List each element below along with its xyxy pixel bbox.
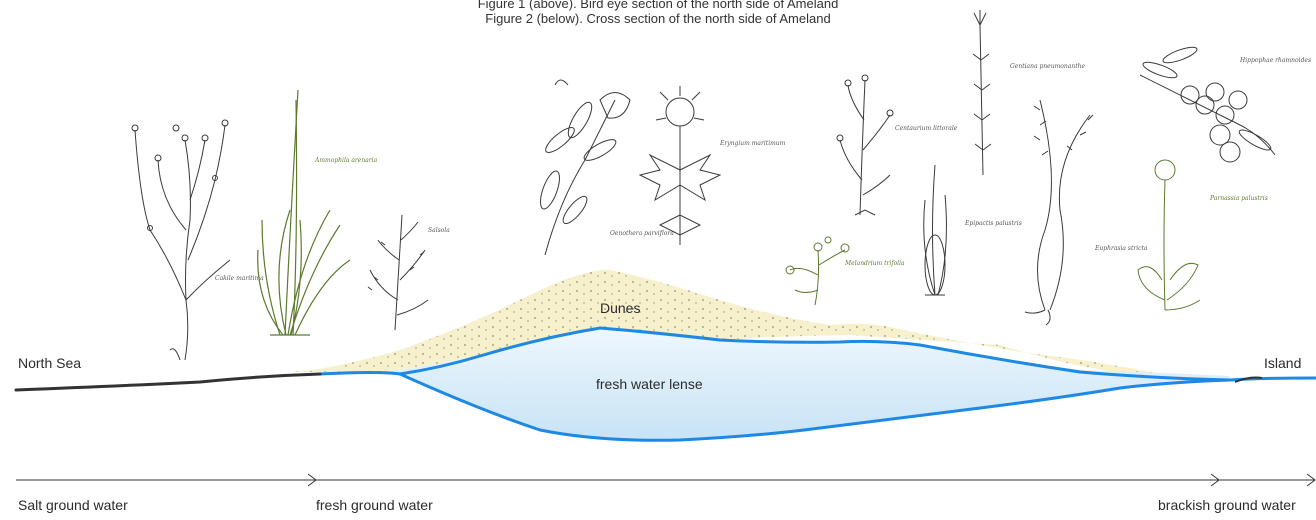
island-label: Island — [1264, 355, 1301, 371]
fresh-water-lens-label: fresh water lense — [596, 376, 703, 392]
label-ammophila: Ammophila arenaria — [314, 157, 378, 164]
label-gentiana: Gentiana pneumonanthe — [1010, 63, 1085, 70]
label-epipactis: Epipactis palustris — [964, 220, 1022, 227]
label-centaurium: Centaurium littorale — [895, 125, 958, 132]
label-oenothera: Oenothera parviflora — [610, 230, 674, 237]
label-salsola: Salsola — [428, 227, 450, 234]
groundwater-arrows — [16, 474, 1315, 486]
label-cakile: Cakile maritima — [215, 275, 264, 282]
sea-surface-line — [16, 374, 320, 390]
label-euphrasia: Euphrasia stricta — [1094, 245, 1148, 252]
label-eryngium: Eryngium maritimum — [719, 140, 786, 147]
plant-parnassia — [1138, 160, 1200, 310]
label-melandrium: Melandrium trifolia — [844, 260, 905, 267]
plant-centaurium — [837, 75, 893, 215]
plant-epipactis — [924, 165, 947, 295]
plant-eryngium — [640, 86, 720, 245]
plant-cakile-maritima — [132, 120, 230, 360]
plant-ammophila-arenaria — [258, 90, 350, 335]
plant-salsola — [368, 215, 428, 330]
brackish-ground-water-label: brackish ground water — [1158, 497, 1296, 513]
dunes-label: Dunes — [600, 300, 640, 316]
plant-euphrasia — [1025, 100, 1093, 325]
fresh-ground-water-label: fresh ground water — [316, 497, 433, 513]
plant-oenothera — [537, 80, 630, 255]
salt-ground-water-label: Salt ground water — [18, 497, 128, 513]
plant-melandrium — [786, 237, 849, 305]
north-sea-label: North Sea — [18, 355, 81, 371]
label-hippophae: Hippophae rhamnoides — [1239, 57, 1311, 64]
label-parnassia: Parnassia palustris — [1209, 195, 1268, 202]
plant-gentiana — [973, 10, 991, 175]
